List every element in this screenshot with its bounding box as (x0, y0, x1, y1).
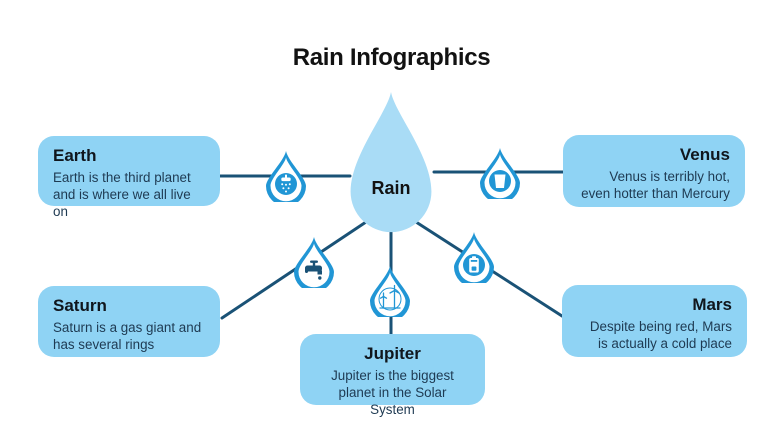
earth-droplet-badge (264, 150, 308, 206)
center-rain-label: Rain (371, 178, 411, 198)
page-title: Rain Infographics (292, 44, 491, 71)
shower-icon (275, 173, 297, 195)
wind-turbine-icon (378, 284, 402, 311)
node-title-jupiter: Jupiter (364, 344, 421, 363)
saturn-droplet-badge (292, 236, 336, 292)
node-title-saturn: Saturn (53, 296, 107, 315)
mars-droplet-badge (452, 231, 496, 287)
node-box-jupiter: Jupiter Jupiter is the biggest planet in… (300, 334, 485, 417)
node-box-venus: Venus Venus is terribly hot, even hotter… (563, 135, 745, 207)
battery-icon (463, 254, 485, 276)
node-desc-jupiter: Jupiter is the biggest planet in the Sol… (331, 367, 454, 417)
node-title-earth: Earth (53, 146, 97, 165)
node-box-saturn: Saturn Saturn is a gas giant and has sev… (38, 286, 220, 357)
node-title-mars: Mars (692, 295, 732, 314)
node-title-venus: Venus (679, 145, 730, 164)
rain-drop-shape (350, 92, 432, 233)
jupiter-droplet-badge (368, 265, 412, 321)
water-glass-icon (489, 170, 511, 192)
venus-droplet-badge (478, 147, 522, 203)
node-box-earth: Earth Earth is the third planet and is w… (38, 136, 220, 219)
node-box-mars: Mars Despite being red, Mars is actually… (562, 285, 747, 357)
center-rain-drop: Rain (344, 90, 438, 236)
node-desc-mars: Despite being red, Mars is actually a co… (589, 318, 732, 351)
saturn-connector-line (220, 220, 368, 320)
faucet-icon (305, 260, 322, 280)
node-desc-saturn: Saturn is a gas giant and has several ri… (53, 319, 202, 352)
node-desc-earth: Earth is the third planet and is where w… (53, 169, 191, 219)
node-desc-venus: Venus is terribly hot, even hotter than … (581, 168, 730, 201)
